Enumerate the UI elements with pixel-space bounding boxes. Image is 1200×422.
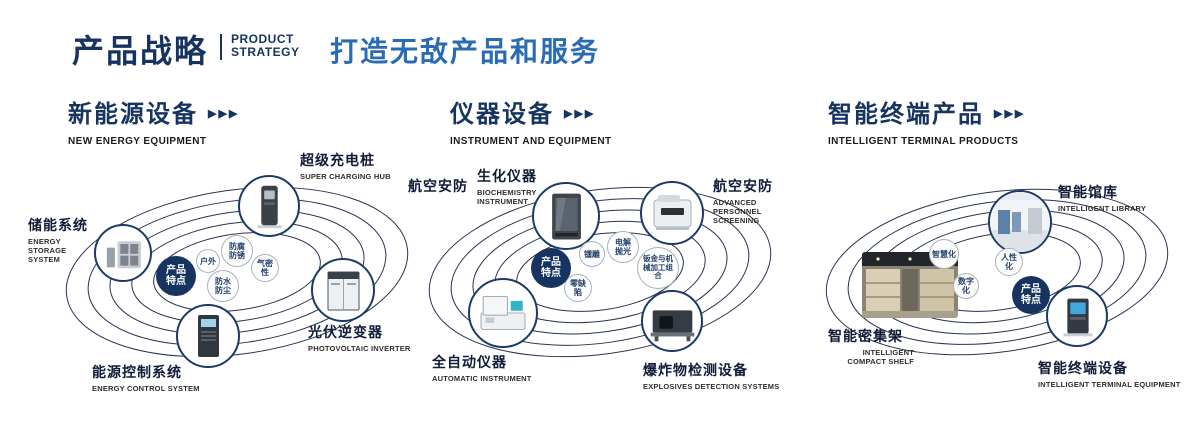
section-subtitle-instruments: INSTRUMENT AND EQUIPMENT [450, 136, 612, 147]
section-heading-new-energy: 新能源设备 ▶▶▶ NEW ENERGY EQUIPMENT [68, 94, 239, 147]
product-photo-super-charging-hub [238, 175, 300, 237]
diagram-new-energy: 储能系统 ENERGY STORAGE SYSTEM 超级充电桩 SUPER C… [20, 140, 440, 422]
product-features-badge: 产品特点 [156, 256, 196, 296]
section-subtitle-intelligent-terminal: INTELLIGENT TERMINAL PRODUCTS [828, 136, 1019, 147]
page-title-english-line2: STRATEGY [231, 45, 300, 59]
feature-bubble-digitalization: 数字化 [953, 273, 979, 299]
product-label-photovoltaic-inverter: 光伏逆变器 PHOTOVOLTAIC INVERTER [308, 324, 411, 353]
product-photo-explosives-detection [641, 290, 703, 352]
orbit-rings [65, 186, 409, 358]
feature-bubble-laser-etch: 镭雕 [579, 241, 605, 267]
feature-bubble-zero-defect: 零缺陷 [564, 274, 592, 302]
feature-bubble-intelligentization: 智慧化 [929, 239, 959, 269]
product-photo-biochemistry [532, 182, 600, 250]
product-photo-photovoltaic-inverter [311, 258, 375, 322]
product-label-compact-shelf: 智能密集架 INTELLIGENT COMPACT SHELF [828, 328, 914, 366]
product-photo-personnel-screening [640, 181, 704, 245]
label-aviation-security: 航空安防 [408, 178, 468, 194]
feature-bubble-humanization: 人性化 [995, 248, 1023, 276]
product-label-personnel-screening: 航空安防 ADVANCED PERSONNEL SCREENING [713, 178, 773, 225]
section-subtitle-new-energy: NEW ENERGY EQUIPMENT [68, 136, 207, 147]
page-title-english: PRODUCT STRATEGY [231, 33, 299, 59]
product-label-automatic-instrument: 全自动仪器 AUTOMATIC INSTRUMENT [432, 354, 532, 383]
feature-bubble-electropolish: 电解抛光 [607, 231, 639, 263]
product-photo-intelligent-library [988, 190, 1052, 254]
section-title-new-energy: 新能源设备 [68, 101, 198, 128]
section-title-intelligent-terminal: 智能终端产品 [828, 101, 984, 128]
product-features-badge: 产品特点 [1012, 276, 1050, 314]
product-label-biochemistry: 生化仪器 BIOCHEMISTRY INSTRUMENT [477, 168, 537, 206]
product-label-intelligent-library: 智能馆库 INTELLIGENT LIBRARY [1058, 184, 1147, 213]
feature-bubble-airtight: 气密性 [251, 254, 279, 282]
slogan: 打造无敌产品和服务 [330, 36, 601, 67]
product-label-energy-storage: 储能系统 ENERGY STORAGE SYSTEM [28, 217, 88, 264]
section-heading-intelligent-terminal: 智能终端产品 ▶▶▶ INTELLIGENT TERMINAL PRODUCTS [828, 94, 1025, 147]
triple-chevron-icon: ▶▶▶ [564, 108, 596, 120]
diagram-instruments: 航空安防 生化仪器 BIOCHEMISTRY INSTRUMENT [400, 140, 820, 422]
page-title-english-line1: PRODUCT [231, 32, 294, 46]
section-heading-instruments: 仪器设备 ▶▶▶ INSTRUMENT AND EQUIPMENT [450, 94, 611, 147]
page-title: 产品战略 [72, 33, 209, 69]
diagram-intelligent-terminal: 智能馆库 INTELLIGENT LIBRARY 智能密集架 [800, 140, 1200, 422]
triple-chevron-icon: ▶▶▶ [208, 108, 240, 120]
title-divider [220, 34, 222, 60]
product-label-explosives-detection: 爆炸物检测设备 EXPLOSIVES DETECTION SYSTEMS [643, 362, 780, 391]
product-photo-energy-control [176, 304, 240, 368]
product-photo-automatic-instrument [468, 278, 538, 348]
product-photo-energy-storage [94, 224, 152, 282]
feature-bubble-waterproof: 防水防尘 [207, 270, 239, 302]
product-photo-terminal-equipment [1046, 285, 1108, 347]
product-label-energy-control: 能源控制系统 ENERGY CONTROL SYSTEM [92, 364, 200, 393]
section-title-instruments: 仪器设备 [450, 101, 554, 128]
product-label-terminal-equipment: 智能终端设备 INTELLIGENT TERMINAL EQUIPMENT [1038, 360, 1181, 389]
triple-chevron-icon: ▶▶▶ [994, 108, 1026, 120]
feature-bubble-outdoor: 户外 [196, 249, 220, 273]
feature-bubble-sheetmetal-machining: 钣金与机械加工组合 [637, 247, 679, 289]
product-label-super-charging-hub: 超级充电桩 SUPER CHARGING HUB [300, 152, 391, 181]
feature-bubble-anticorrosion: 防腐防锈 [221, 235, 253, 267]
